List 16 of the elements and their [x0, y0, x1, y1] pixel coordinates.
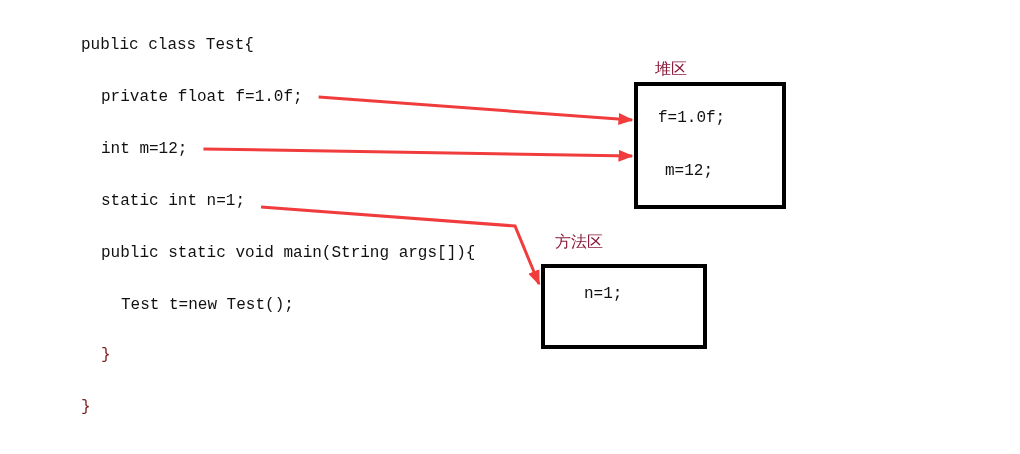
code-line: public static void main(String args[]){	[101, 243, 476, 263]
code-line: public class Test{	[81, 35, 254, 55]
arrow	[318, 95, 634, 125]
code-line: private float f=1.0f;	[101, 87, 303, 107]
area-heading: 堆区	[655, 59, 687, 80]
variable-value: f=1.0f;	[658, 109, 726, 127]
code-line: static int n=1;	[101, 191, 246, 211]
code-line: }	[81, 397, 91, 417]
variable-value: m=12;	[665, 162, 713, 180]
area-heading: 方法区	[555, 232, 603, 253]
arrow	[260, 205, 541, 286]
arrow	[203, 147, 634, 162]
variable-value: n=1;	[584, 285, 623, 303]
code-line: }	[101, 345, 111, 365]
code-line: Test t=new Test();	[121, 295, 294, 315]
code-line: int m=12;	[101, 139, 188, 159]
